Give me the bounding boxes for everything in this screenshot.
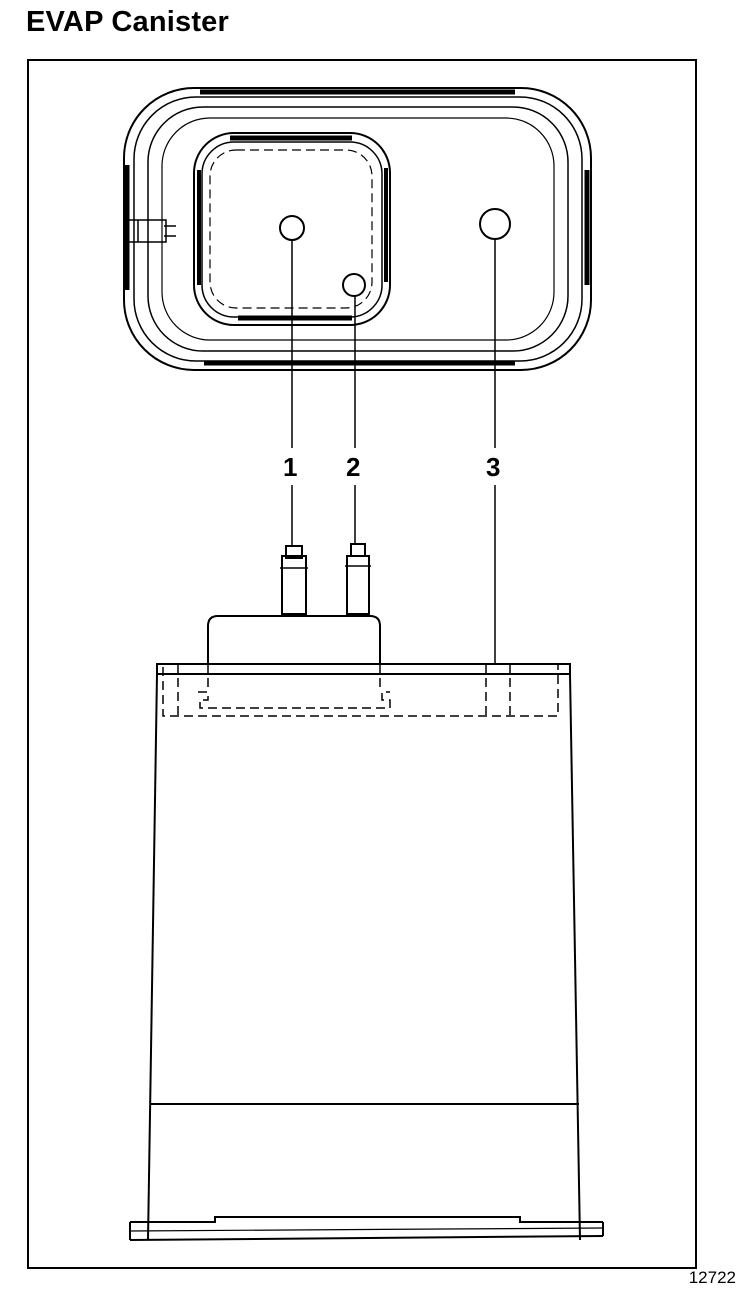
port-3-opening — [479, 208, 511, 240]
page-title: EVAP Canister — [26, 6, 229, 38]
diagram-border — [27, 59, 697, 1269]
canister-side-view — [129, 543, 604, 1241]
callout-leaders — [291, 239, 496, 664]
port-2-opening — [342, 273, 366, 297]
figure-number: 12722 — [688, 1268, 736, 1287]
callout-label-3: 3 — [486, 452, 500, 482]
callout-label-1: 1 — [283, 452, 297, 482]
canister-top-view — [123, 87, 592, 371]
callout-label-2: 2 — [346, 452, 360, 482]
port-1-opening — [279, 215, 305, 241]
